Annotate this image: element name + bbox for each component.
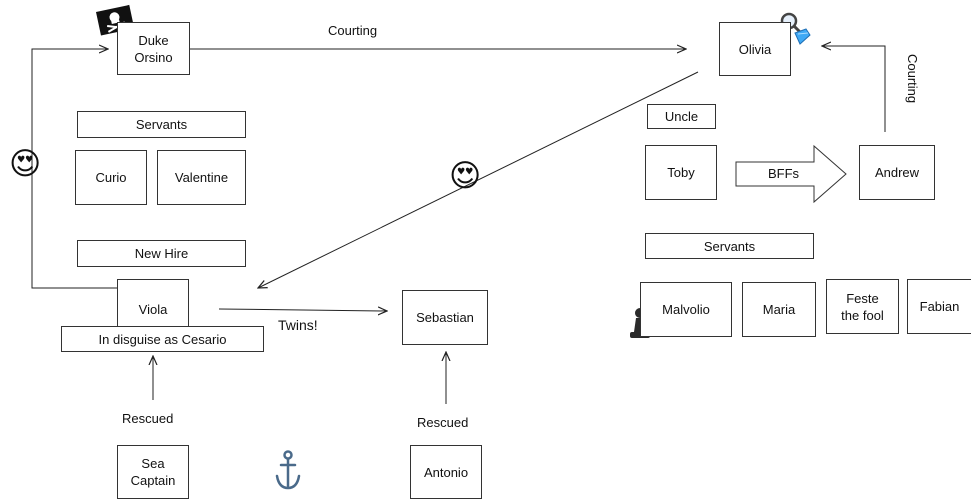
feste-node: Feste the fool xyxy=(826,279,899,334)
malvolio-node: Malvolio xyxy=(640,282,732,337)
sea-captain-node: Sea Captain xyxy=(117,445,189,499)
maria-node: Maria xyxy=(742,282,816,337)
anchor-icon xyxy=(275,450,301,490)
uncle-label: Uncle xyxy=(647,104,716,129)
servants-left-label: Servants xyxy=(77,111,246,138)
viola-node: Viola xyxy=(117,279,189,334)
duke-orsino-node: Duke Orsino xyxy=(117,22,190,75)
gem-icon xyxy=(794,28,811,45)
servants-right-label: Servants xyxy=(645,233,814,259)
courting-label-right: Courting xyxy=(905,54,920,104)
bffs-block-arrow xyxy=(735,144,847,204)
rescued-label-right: Rescued xyxy=(417,415,469,430)
curio-node: Curio xyxy=(75,150,147,205)
courting-arrow-andrew-olivia xyxy=(822,46,886,132)
disguise-label: In disguise as Cesario xyxy=(61,326,264,352)
new-hire-label: New Hire xyxy=(77,240,246,267)
rescued-label-left: Rescued xyxy=(122,411,174,426)
twins-label: Twins! xyxy=(278,317,318,333)
heart-eyes-emoji-icon-center: 😍 xyxy=(449,158,482,193)
twins-arrow xyxy=(218,309,387,311)
fabian-node: Fabian xyxy=(907,279,971,334)
valentine-node: Valentine xyxy=(157,150,246,205)
arrow-viola-duke xyxy=(31,49,117,289)
olivia-node: Olivia xyxy=(719,22,791,76)
antonio-node: Antonio xyxy=(410,445,482,499)
arrow-olivia-viola xyxy=(258,71,699,288)
courting-label-top: Courting xyxy=(328,23,378,38)
andrew-node: Andrew xyxy=(859,145,935,200)
sebastian-node: Sebastian xyxy=(402,290,488,345)
heart-eyes-emoji-icon-left: 😍 xyxy=(9,146,42,181)
bffs-label: BFFs xyxy=(768,166,800,181)
toby-node: Toby xyxy=(645,145,717,200)
